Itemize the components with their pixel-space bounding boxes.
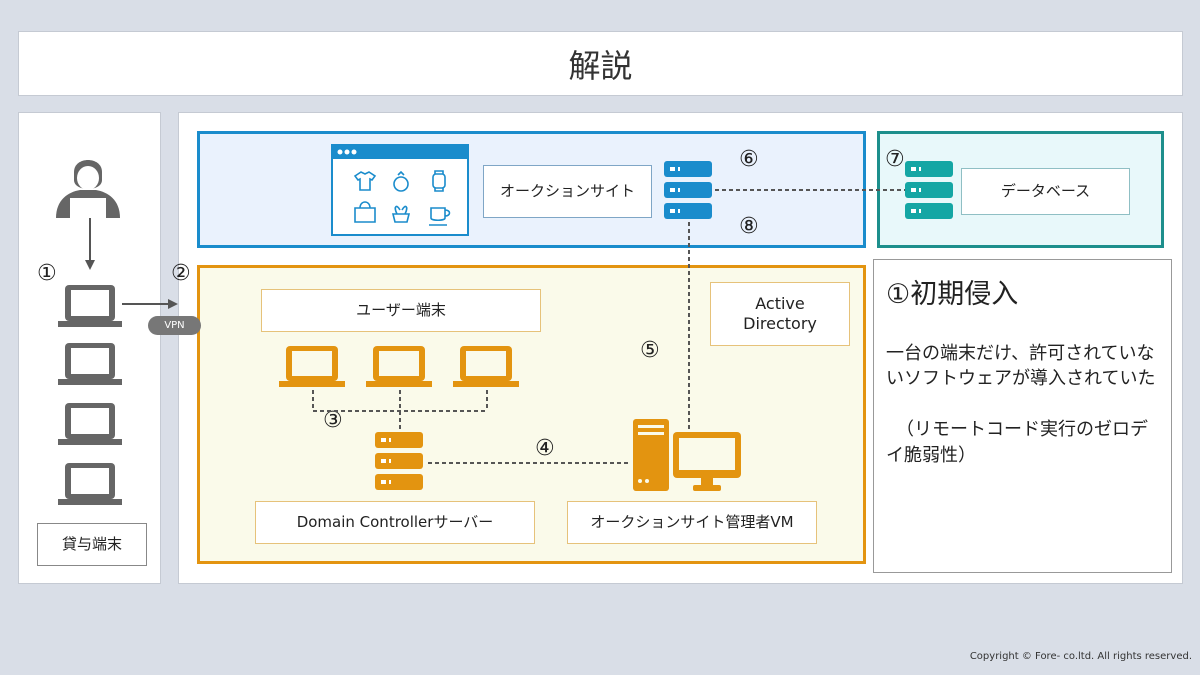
arrow-down-icon [85,218,95,270]
user-terminals-label: ユーザー端末 [261,289,541,332]
lent-laptop-icon [58,343,122,385]
admin-vm-desktop-icon [633,419,741,491]
lent-laptop-icon [58,403,122,445]
step-marker-6: ⑥ [739,147,759,172]
copyright-text: Copyright © Fore- co.ltd. All rights res… [969,651,1192,662]
attacker-user-icon [56,160,120,220]
page-title: 解説 [18,31,1183,96]
vpn-arrow-icon [122,299,178,309]
step-marker-8: ⑧ [739,214,759,239]
step-marker-2: ② [171,261,191,286]
auction-site-label: オークションサイト [483,165,652,218]
active-directory-line-2: Directory [743,314,817,333]
explanation-note: （リモートコード実行のゼロデイ脆弱性） [886,419,1148,466]
lent-laptop-icon [58,463,122,505]
step-marker-1: ① [37,261,57,286]
user-laptop-icon [366,346,432,387]
active-directory-line-1: Active [755,294,805,313]
explanation-panel: ①初期侵入 一台の端末だけ、許可されていないソフトウェアが導入されていた （リモ… [873,259,1172,573]
lent-laptop-icon-compromised [58,285,122,327]
explanation-heading: ①初期侵入 [886,279,1019,310]
auction-server-icon [664,161,712,219]
lent-terminals-caption: 貸与端末 [37,523,147,566]
explanation-body: 一台の端末だけ、許可されていないソフトウェアが導入されていた [886,343,1156,390]
user-laptop-icon [279,346,345,387]
step-marker-5: ⑤ [640,338,660,363]
database-server-icon [905,161,953,219]
admin-vm-label: オークションサイト管理者VM [567,501,817,544]
ecommerce-browser-icon [331,144,469,236]
active-directory-label: Active Directory [710,282,850,346]
domain-controller-label: Domain Controllerサーバー [255,501,535,544]
database-label: データベース [961,168,1130,215]
step-marker-4: ④ [535,436,555,461]
vpn-badge: VPN [148,316,201,335]
domain-controller-server-icon [375,432,423,490]
step-marker-7: ⑦ [885,147,905,172]
user-laptop-icon [453,346,519,387]
step-marker-3: ③ [323,408,343,433]
